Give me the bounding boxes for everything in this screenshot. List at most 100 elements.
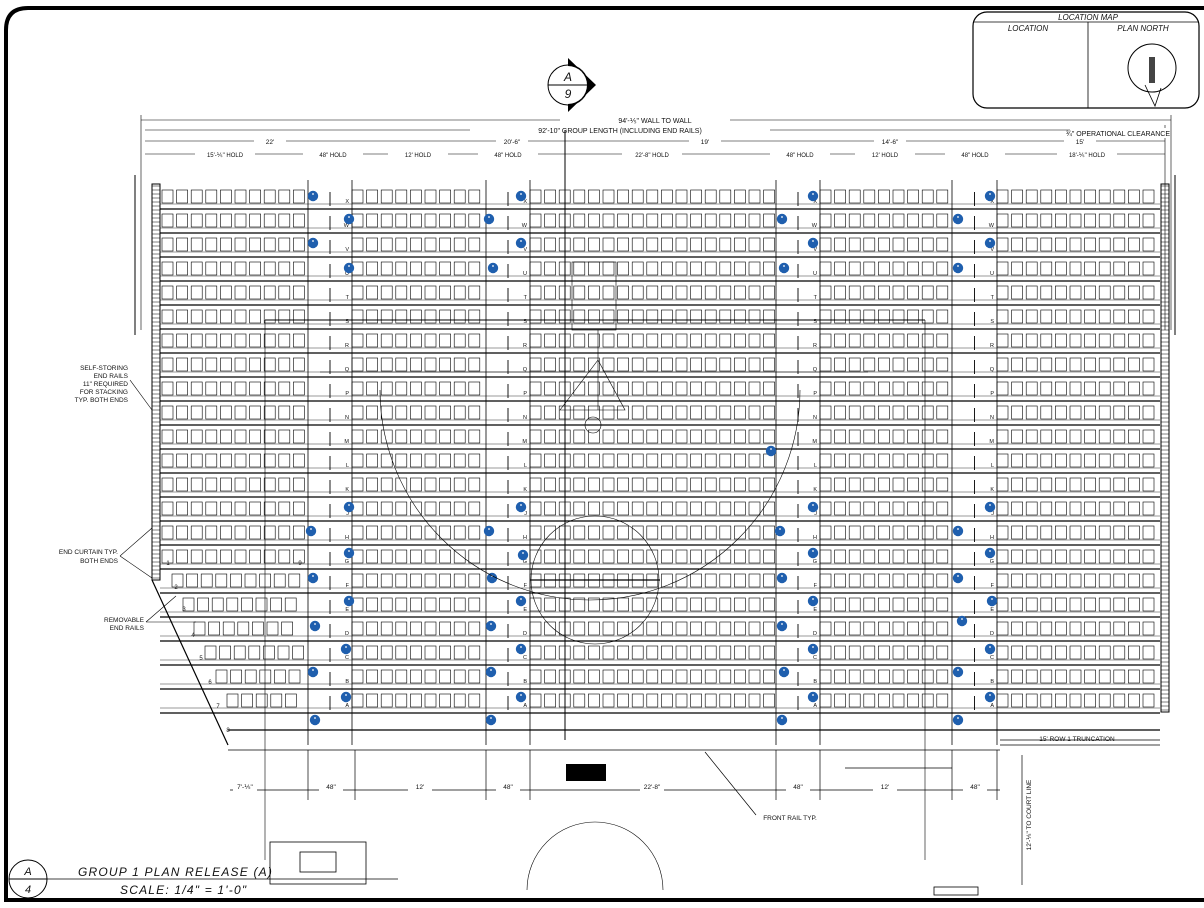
seat [834, 405, 846, 420]
seat [848, 525, 861, 540]
seat [366, 453, 378, 468]
seat [617, 669, 629, 684]
seat [1055, 525, 1067, 540]
seat [631, 381, 644, 396]
accessible-glyph [961, 618, 963, 620]
seat [892, 261, 905, 276]
seat [690, 213, 702, 228]
seat [819, 333, 832, 348]
seat [1011, 621, 1023, 636]
seat [1098, 525, 1111, 540]
seat [690, 597, 702, 612]
row-letter: A [345, 703, 349, 709]
seat [921, 669, 934, 684]
seat [863, 285, 876, 300]
accessible-seat-icon [307, 237, 319, 249]
seat [748, 573, 761, 588]
seat [1113, 597, 1126, 612]
accessible-glyph [348, 265, 350, 267]
seat [848, 285, 861, 300]
seat [161, 357, 174, 372]
seat [190, 357, 203, 372]
seat [529, 381, 542, 396]
seat [996, 453, 1009, 468]
seat [848, 261, 861, 276]
hold-gap [945, 150, 1005, 158]
seat [734, 237, 746, 252]
seat [1142, 237, 1155, 252]
seat [748, 549, 761, 564]
seat [1055, 357, 1067, 372]
seat [996, 261, 1009, 276]
row-letter: Q [990, 367, 995, 373]
court-lines [264, 130, 926, 891]
seat [176, 189, 188, 204]
seat [234, 213, 247, 228]
seat [544, 453, 556, 468]
seat [661, 525, 673, 540]
accessible-glyph [345, 694, 347, 696]
seat [161, 453, 174, 468]
seat [263, 453, 276, 468]
seat [176, 549, 188, 564]
seat [588, 189, 600, 204]
seat [439, 693, 451, 708]
seat [171, 573, 184, 588]
seat [1011, 405, 1023, 420]
seat [249, 405, 261, 420]
seat [544, 429, 556, 444]
seat [878, 285, 890, 300]
seat [848, 381, 861, 396]
seat [234, 309, 247, 324]
seat [220, 309, 232, 324]
seat [182, 597, 195, 612]
seat [468, 573, 481, 588]
seat [292, 645, 304, 660]
seat [205, 285, 218, 300]
seat [819, 189, 832, 204]
seat [1113, 549, 1126, 564]
seat [293, 237, 305, 252]
seat [848, 501, 861, 516]
seat [366, 573, 378, 588]
row-letter: V [990, 247, 994, 253]
seat [719, 477, 732, 492]
seat [544, 501, 556, 516]
seat [248, 645, 261, 660]
seat [848, 621, 861, 636]
row-letter: S [813, 319, 817, 325]
seat [439, 333, 451, 348]
seat [921, 693, 934, 708]
seat [1128, 381, 1140, 396]
seat [529, 597, 542, 612]
row-letter: S [523, 319, 527, 325]
row-letter: G [990, 559, 994, 565]
seat [1098, 573, 1111, 588]
seat [1098, 333, 1111, 348]
seat [424, 261, 437, 276]
seat [234, 285, 247, 300]
hold-label: 15'-⅕" HOLD [207, 153, 244, 159]
seat [380, 333, 393, 348]
seat [1025, 381, 1038, 396]
accessible-glyph [520, 646, 522, 648]
seat [907, 645, 919, 660]
accessible-seat-icon [340, 691, 352, 703]
seat [1011, 501, 1023, 516]
seat [1142, 189, 1155, 204]
seat [863, 405, 876, 420]
row-letter: E [813, 607, 817, 613]
row-letter: X [990, 199, 994, 205]
seat [366, 285, 378, 300]
seat [205, 501, 218, 516]
hold-gap [195, 150, 255, 158]
seat [263, 381, 276, 396]
seat [921, 189, 934, 204]
segment-gap [254, 137, 286, 145]
seat [863, 621, 876, 636]
hold-label: 18'-⅕" HOLD [1069, 153, 1106, 159]
seat [863, 501, 876, 516]
seat [1040, 405, 1053, 420]
seat [631, 357, 644, 372]
seat [1069, 501, 1082, 516]
